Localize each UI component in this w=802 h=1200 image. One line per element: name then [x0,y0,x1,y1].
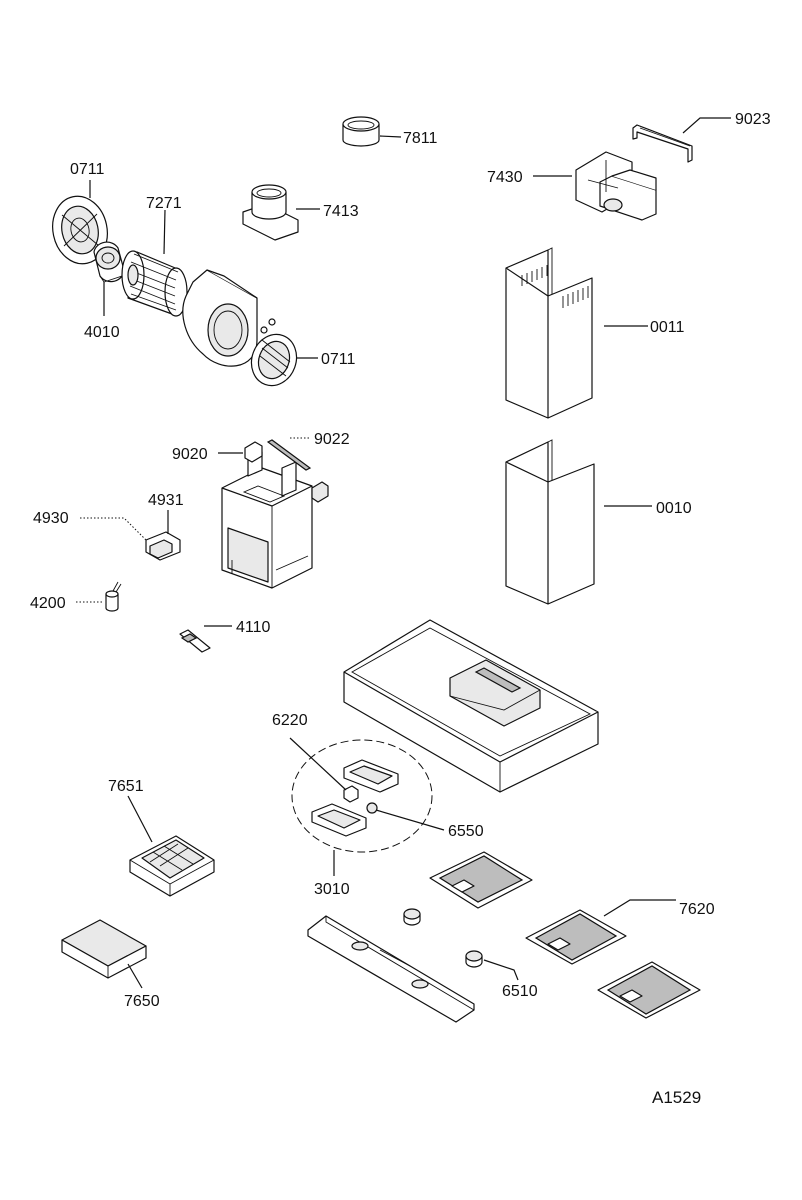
callout-4930: 4930 [33,510,69,527]
diagram-reference-code: A1529 [652,1088,701,1107]
part-7430-air-diverter [575,151,657,221]
callout-3010: 3010 [314,881,350,898]
leader-6220 [289,737,347,791]
part-7413-outlet-flange [242,184,299,241]
part-6510-knob-2 [465,950,483,968]
leader-7651 [127,795,153,843]
callout-7650: 7650 [124,993,160,1010]
part-4931-switch [145,531,181,561]
callout-0711-b: 0711 [321,351,356,368]
vent-slots [521,265,589,308]
part-0011-upper-chimney [505,247,593,419]
callout-7651: 7651 [108,778,144,795]
callout-4200: 4200 [30,595,66,612]
callout-0011: 0011 [650,319,685,336]
callout-6510: 6510 [502,983,538,1000]
part-9023-bracket [632,124,693,163]
callout-9022: 9022 [314,431,350,448]
part-blower-housing [182,269,276,367]
leader-6550 [375,809,445,831]
leader-6510 [483,959,519,981]
part-9022-strip [266,439,312,471]
callout-7413: 7413 [323,203,359,220]
leader-7811 [379,135,402,138]
part-7620-grease-filter-2 [525,909,627,965]
part-7620-grease-filter-1 [429,851,533,909]
leader-9023 [682,117,731,134]
callout-7430: 7430 [487,169,523,186]
part-0711-grille [250,333,298,387]
part-hood-canopy [343,619,599,793]
callout-7811: 7811 [403,130,438,147]
leader-7650 [127,963,143,989]
callout-4010: 4010 [84,324,120,341]
callout-4931: 4931 [148,492,184,509]
callout-0711-a: 0711 [70,161,105,178]
part-motor-support-frame [221,451,313,589]
part-4010-motor [93,241,125,283]
part-7811-collar [342,116,380,147]
leader-7620 [603,899,676,917]
part-7651-carbon-filter [129,835,215,897]
callout-7620: 7620 [679,901,715,918]
part-9020-clip [244,441,329,503]
callout-0010: 0010 [656,500,692,517]
part-0711-motor-plate [52,195,108,265]
callout-9020: 9020 [172,446,208,463]
part-3010-control-group [291,739,433,853]
part-7271-fan-wheel [121,250,188,317]
callout-4110: 4110 [236,619,271,636]
part-6510-knob-1 [403,908,421,926]
part-control-panel [307,915,475,1023]
part-4200-capacitor [105,581,122,612]
leader-7271 [163,209,166,255]
part-0010-lower-chimney [505,439,595,605]
part-7620-grease-filter-3 [597,961,701,1019]
callout-6220: 6220 [272,712,308,729]
part-4110-lamp-holder [179,629,211,653]
part-7650-filter-pad [61,919,147,979]
leader-4930 [80,517,147,541]
callout-7271: 7271 [146,195,182,212]
callout-6550: 6550 [448,823,484,840]
callout-9023: 9023 [735,111,771,128]
